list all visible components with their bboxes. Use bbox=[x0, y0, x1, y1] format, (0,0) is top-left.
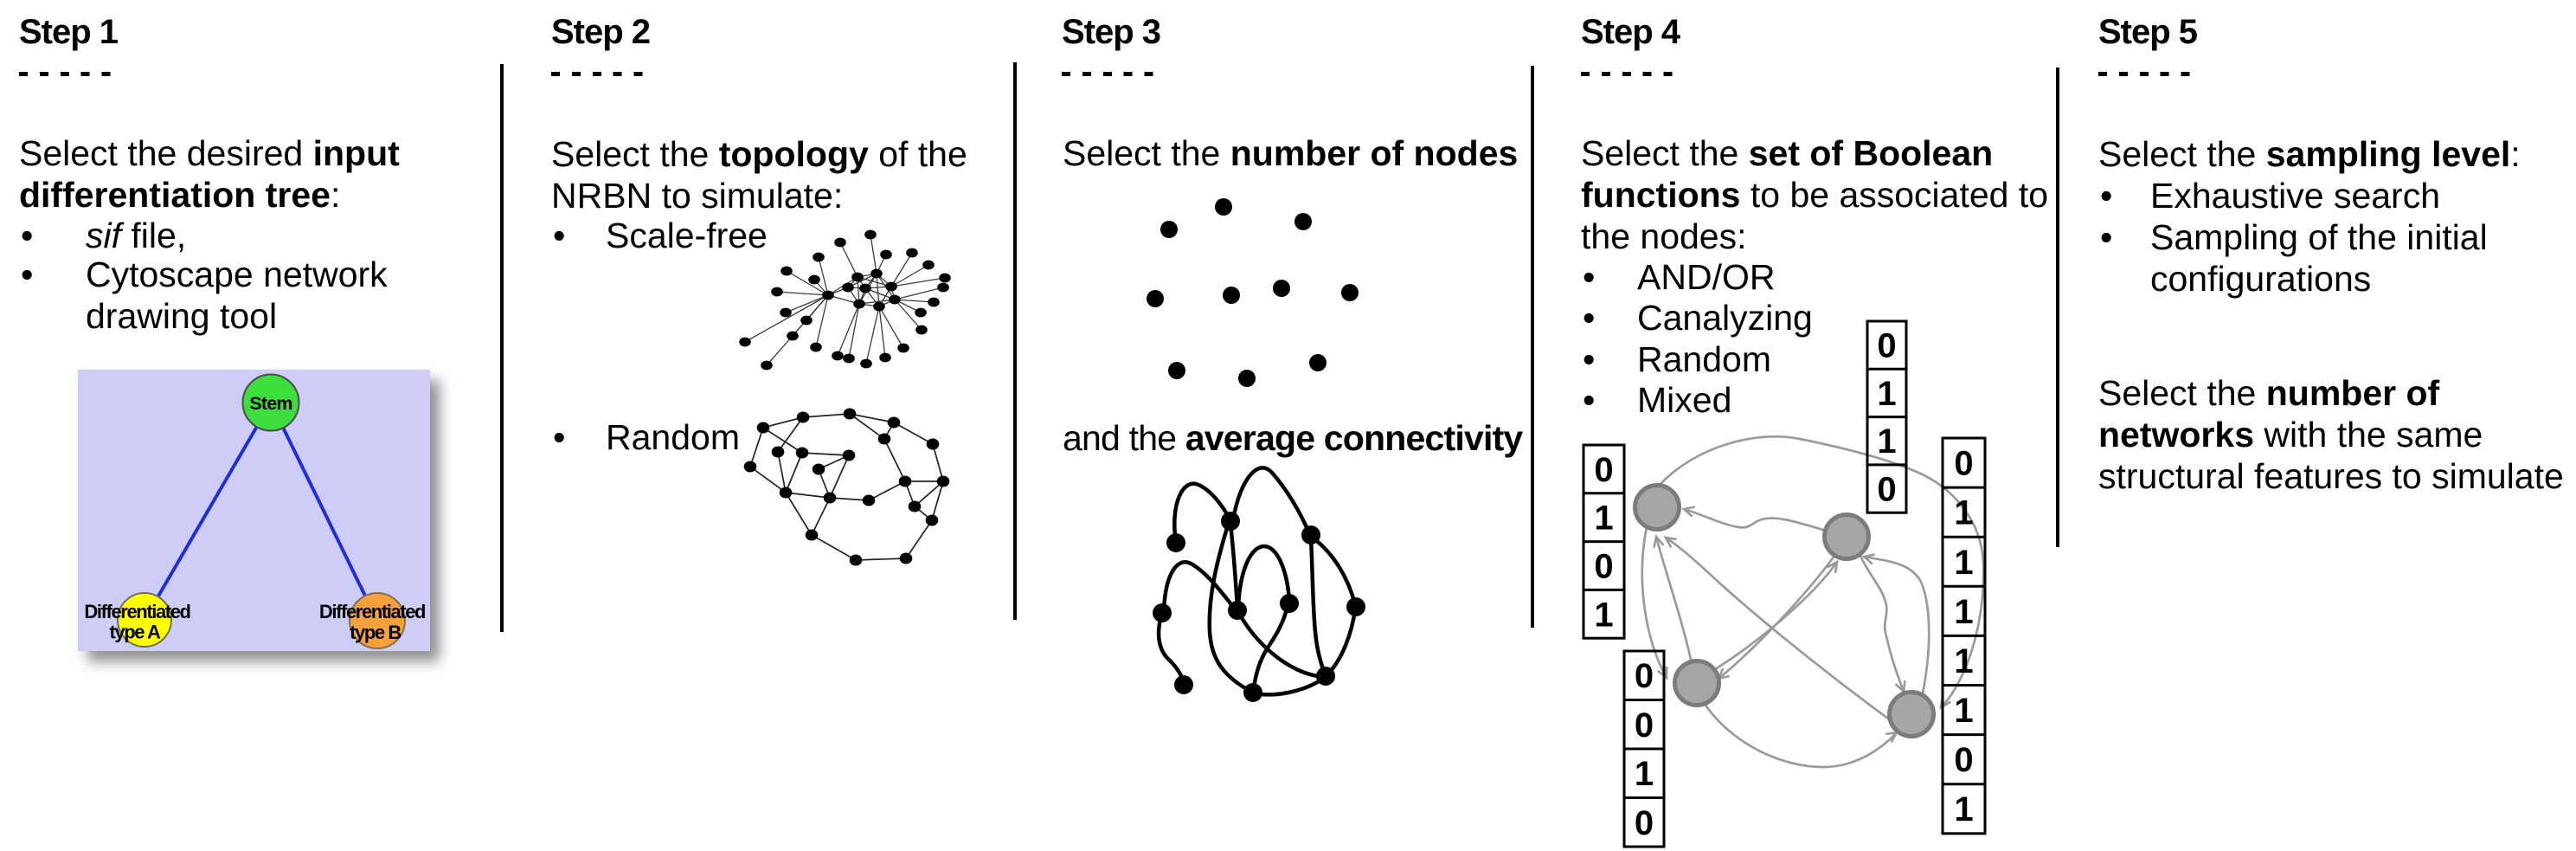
svg-text:0: 0 bbox=[1635, 706, 1654, 745]
svg-text:0: 0 bbox=[1877, 327, 1896, 365]
svg-text:1: 1 bbox=[1594, 500, 1613, 538]
svg-text:Stem: Stem bbox=[249, 393, 292, 414]
svg-text:0: 0 bbox=[1877, 471, 1896, 509]
svg-text:1: 1 bbox=[1954, 593, 1973, 631]
svg-text:1: 1 bbox=[1635, 755, 1654, 793]
svg-text:0: 0 bbox=[1954, 741, 1973, 779]
svg-text:1: 1 bbox=[1877, 375, 1896, 413]
svg-text:0: 0 bbox=[1954, 445, 1973, 483]
svg-text:1: 1 bbox=[1954, 642, 1973, 680]
svg-text:1: 1 bbox=[1954, 544, 1973, 582]
svg-text:Differentiated: Differentiated bbox=[319, 601, 425, 622]
svg-text:1: 1 bbox=[1954, 692, 1973, 730]
svg-text:Differentiated: Differentiated bbox=[84, 601, 190, 622]
svg-text:1: 1 bbox=[1954, 790, 1973, 828]
svg-text:type B: type B bbox=[350, 622, 401, 643]
svg-text:type A: type A bbox=[109, 622, 161, 643]
svg-text:0: 0 bbox=[1635, 657, 1654, 695]
svg-text:1: 1 bbox=[1877, 422, 1896, 461]
svg-text:0: 0 bbox=[1635, 804, 1654, 842]
svg-text:0: 0 bbox=[1594, 451, 1613, 489]
svg-text:0: 0 bbox=[1594, 548, 1613, 586]
svg-text:1: 1 bbox=[1954, 494, 1973, 532]
svg-text:1: 1 bbox=[1594, 596, 1613, 634]
